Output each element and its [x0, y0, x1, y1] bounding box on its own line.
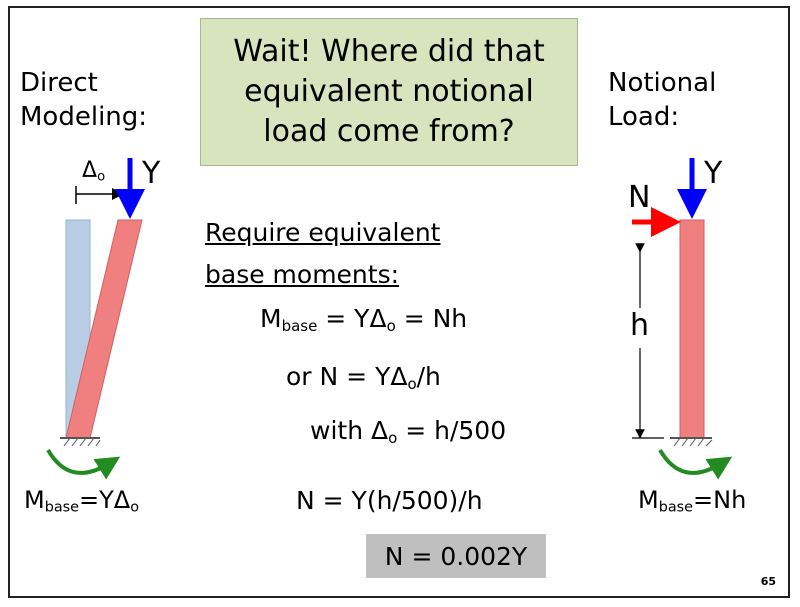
left-heading-line-1: Direct: [20, 68, 98, 98]
right-height-dimension: [632, 243, 664, 439]
left-heading: Direct Modeling:: [20, 66, 147, 134]
result-text: N = 0.002Y: [384, 541, 528, 571]
left-moment-arrow: [46, 448, 121, 480]
slide: Wait! Where did that equivalent notional…: [8, 6, 790, 598]
right-heading-line-2: Load:: [608, 102, 680, 132]
equation-delta: with Δo = h/500: [310, 416, 507, 447]
left-load-label: Y: [142, 156, 161, 191]
right-base-support: [670, 437, 713, 447]
right-height-label: h: [630, 308, 650, 343]
left-delta-label: Δo: [82, 158, 106, 185]
result-box: N = 0.002Y: [366, 534, 546, 578]
equation-n: or N = YΔo/h: [286, 362, 441, 393]
title-line-3: load come from?: [263, 114, 515, 149]
right-heading: Notional Load:: [608, 66, 716, 134]
left-heading-line-2: Modeling:: [20, 102, 148, 132]
require-heading: Require equivalent base moments:: [205, 212, 440, 296]
right-notional-label: N: [628, 180, 651, 215]
title-line-2: equivalent notional: [244, 74, 534, 109]
right-moment-arrow: [658, 448, 733, 480]
left-delta-dimension: [75, 186, 124, 204]
left-moment-label: Mbase=YΔo: [24, 486, 140, 516]
equation-substituted: N = Y(h/500)/h: [296, 486, 483, 515]
title-box: Wait! Where did that equivalent notional…: [200, 18, 578, 166]
right-column: [679, 219, 705, 439]
left-base-support: [60, 437, 101, 447]
right-moment-label: Mbase=Nh: [638, 486, 747, 516]
right-load-label: Y: [704, 156, 723, 191]
structural-diagrams: [46, 158, 733, 480]
require-line-2: base moments:: [205, 260, 400, 289]
page-number: 65: [760, 575, 776, 588]
equation-base-moment: Mbase = YΔo = Nh: [260, 304, 468, 335]
require-line-1: Require equivalent: [205, 218, 441, 247]
right-heading-line-1: Notional: [608, 68, 717, 98]
title-line-1: Wait! Where did that: [233, 34, 545, 69]
